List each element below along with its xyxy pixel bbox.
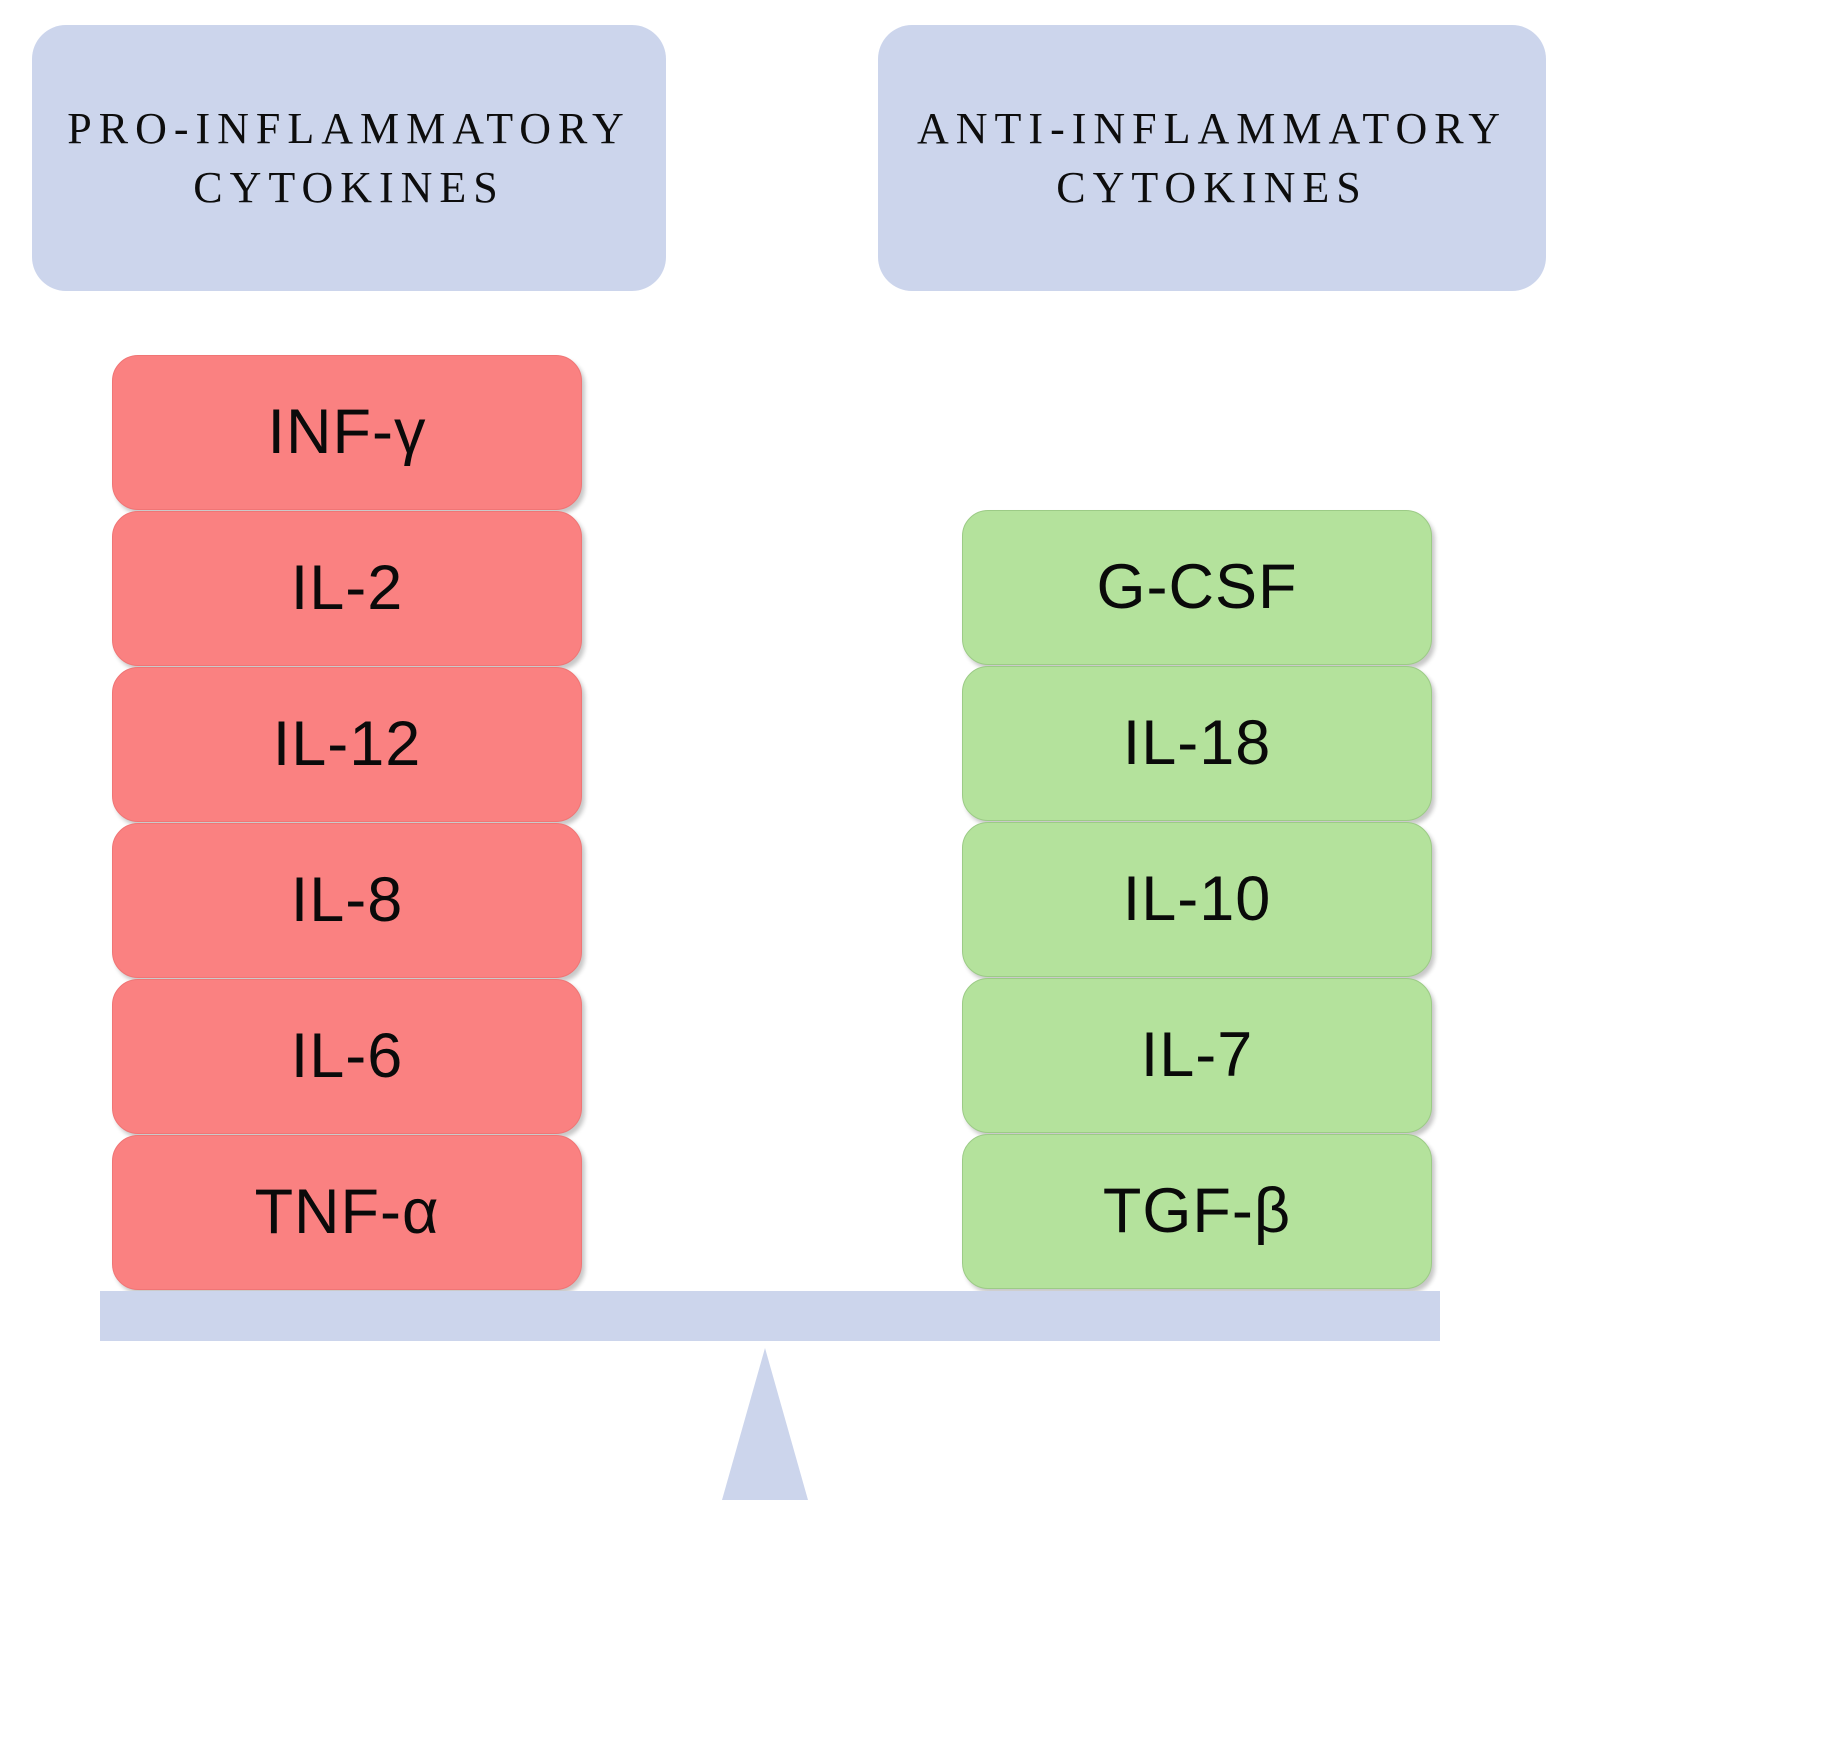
cytokine-box-inf-gamma[interactable]: INF-γ (112, 355, 582, 510)
cytokine-label: TNF-α (254, 1177, 440, 1247)
header-panel-pro-inflammatory: PRO-INFLAMMATORY CYTOKINES (32, 25, 666, 291)
cytokine-label: TGF-β (1102, 1176, 1292, 1246)
header-panel-anti-inflammatory: ANTI-INFLAMMATORY CYTOKINES (878, 25, 1546, 291)
cytokine-label: IL-8 (290, 865, 404, 935)
cytokine-box-il-12[interactable]: IL-12 (112, 667, 582, 822)
cytokine-label: IL-10 (1122, 864, 1272, 934)
cytokine-box-il-2[interactable]: IL-2 (112, 511, 582, 666)
fulcrum-triangle-icon (722, 1348, 808, 1500)
cytokine-label: G-CSF (1096, 552, 1298, 622)
cytokine-label: IL-2 (290, 553, 404, 623)
cytokine-box-il-7[interactable]: IL-7 (962, 978, 1432, 1133)
cytokine-box-tnf-alpha[interactable]: TNF-α (112, 1135, 582, 1290)
balance-beam (100, 1291, 1440, 1341)
cytokine-stack-anti-inflammatory: G-CSF IL-18 IL-10 IL-7 TGF-β (962, 510, 1432, 1289)
header-label-anti-inflammatory: ANTI-INFLAMMATORY CYTOKINES (917, 103, 1507, 212)
cytokine-box-il-10[interactable]: IL-10 (962, 822, 1432, 977)
cytokine-label: IL-18 (1122, 708, 1272, 778)
cytokine-stack-pro-inflammatory: INF-γ IL-2 IL-12 IL-8 IL-6 TNF-α (112, 355, 582, 1290)
cytokine-box-il-8[interactable]: IL-8 (112, 823, 582, 978)
cytokine-label: IL-12 (272, 709, 422, 779)
cytokine-label: INF-γ (267, 397, 427, 467)
header-label-pro-inflammatory: PRO-INFLAMMATORY CYTOKINES (67, 103, 631, 212)
cytokine-box-tgf-beta[interactable]: TGF-β (962, 1134, 1432, 1289)
cytokine-box-g-csf[interactable]: G-CSF (962, 510, 1432, 665)
cytokine-box-il-6[interactable]: IL-6 (112, 979, 582, 1134)
cytokine-box-il-18[interactable]: IL-18 (962, 666, 1432, 821)
cytokine-label: IL-7 (1140, 1020, 1254, 1090)
cytokine-label: IL-6 (290, 1021, 404, 1091)
